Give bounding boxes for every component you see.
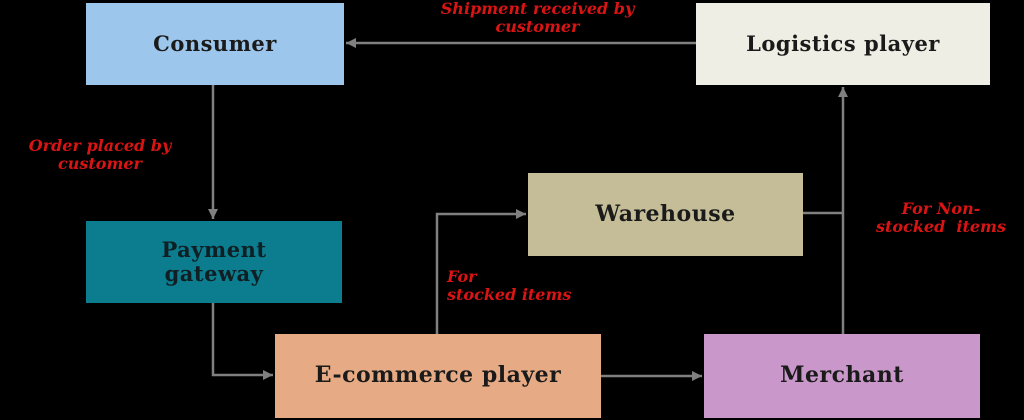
edge-label-order-line1: Order placed by	[28, 136, 172, 155]
payment-gateway-label-line2: gateway	[164, 261, 264, 286]
connector-payment-to-ecommerce	[211, 303, 273, 380]
payment-gateway-node: Payment gateway	[86, 221, 342, 303]
connector-ecommerce-to-warehouse	[435, 209, 526, 334]
warehouse-node: Warehouse	[528, 173, 803, 256]
warehouse-node-label: Warehouse	[595, 200, 736, 227]
ecommerce-player-node-label: E-commerce player	[314, 362, 562, 389]
edge-label-order-line2: customer	[58, 154, 142, 174]
merchant-node: Merchant	[704, 334, 980, 418]
logistics-player-node: Logistics player	[696, 3, 990, 85]
edge-label-nonstocked-line2: stocked items	[876, 217, 1006, 237]
consumer-node-label: Consumer	[153, 30, 277, 56]
edge-label-stocked-items: For stocked items	[447, 267, 572, 305]
merchant-node-label: Merchant	[780, 362, 904, 389]
payment-gateway-label-line1: Payment	[161, 236, 267, 262]
edge-label-shipment-line2: customer	[495, 17, 580, 37]
logistics-player-node-label: Logistics player	[746, 30, 940, 56]
edge-label-stocked-line1: For	[447, 267, 477, 286]
edge-label-stocked-line2: stocked items	[447, 285, 572, 305]
edge-label-shipment-received: Shipment received by customer	[405, 0, 670, 37]
edge-label-nonstocked-line1: For Non-	[901, 199, 981, 218]
edge-label-order-placed: Order placed by customer	[2, 136, 198, 174]
consumer-node: Consumer	[86, 3, 344, 85]
edge-label-non-stocked-items: For Non- stocked items	[858, 199, 1024, 237]
ecommerce-player-node: E-commerce player	[275, 334, 601, 418]
edge-label-shipment-line1: Shipment received by	[440, 0, 635, 18]
